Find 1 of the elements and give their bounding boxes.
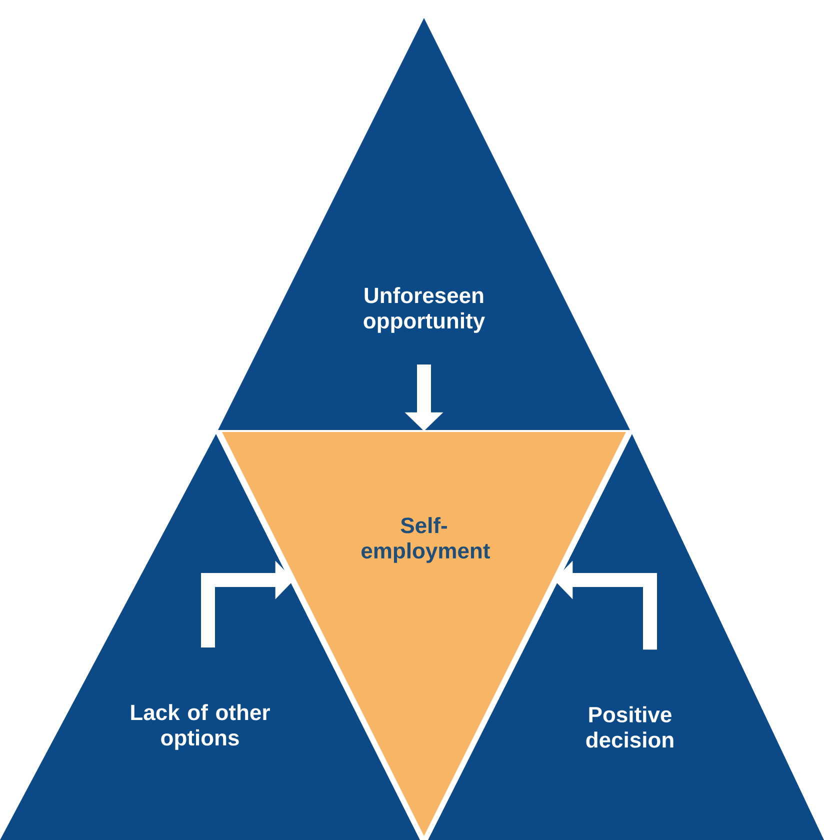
triangle-panel: Unforeseen opportunity <box>218 18 630 430</box>
